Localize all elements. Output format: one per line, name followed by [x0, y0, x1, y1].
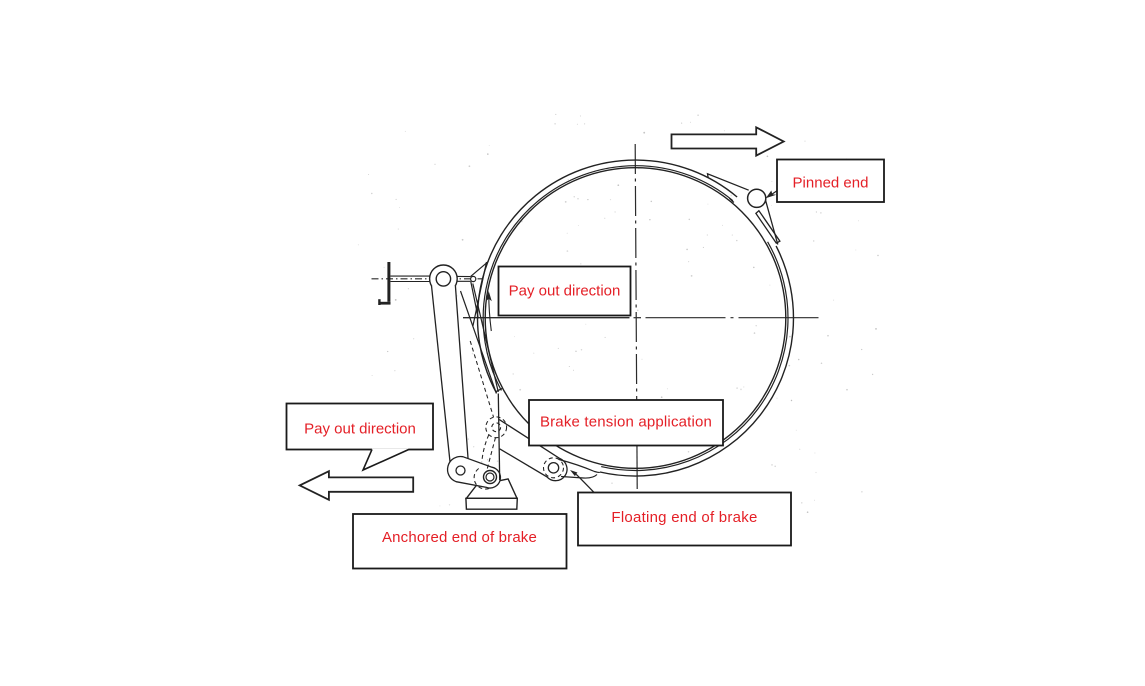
svg-text:Pay out direction: Pay out direction: [509, 283, 621, 300]
svg-text:Brake tension application: Brake tension application: [540, 414, 712, 431]
svg-text:Anchored end of brake: Anchored end of brake: [382, 529, 537, 546]
svg-text:Pinned end: Pinned end: [793, 175, 869, 192]
svg-text:Pay out direction: Pay out direction: [304, 421, 416, 438]
svg-text:Floating end of brake: Floating end of brake: [611, 509, 757, 526]
